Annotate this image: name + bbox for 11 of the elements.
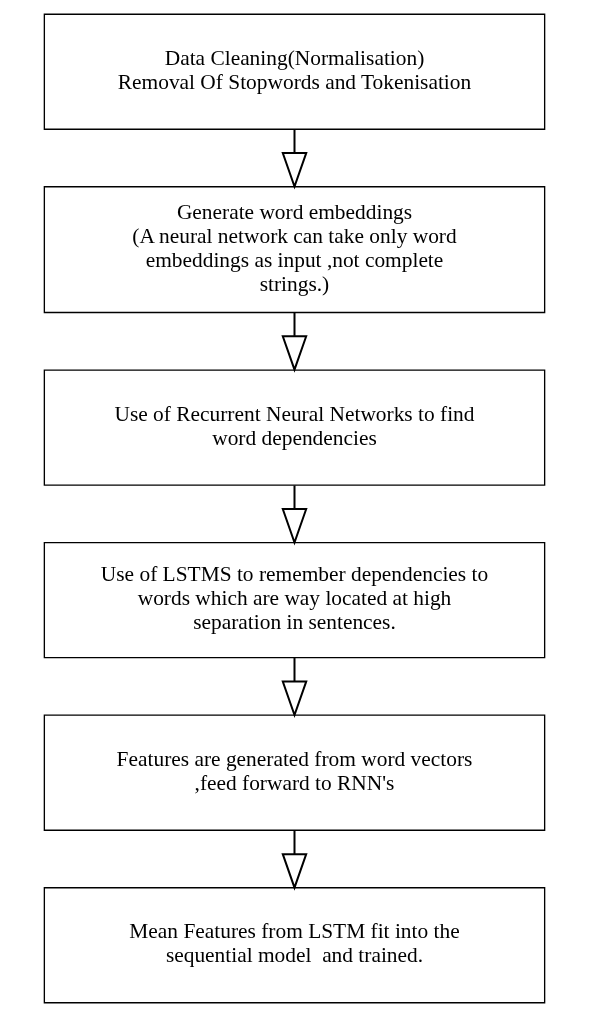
arrow: [281, 485, 308, 546]
node-box: Generate word embeddings (A neural network can take only word embeddings as input ,not complete strings.): [43, 186, 546, 314]
arrow: [281, 830, 308, 891]
arrow: [281, 312, 308, 373]
node-box: Features are generated from word vectors ,feed forward to RNN's: [43, 714, 546, 831]
arrow: [281, 129, 308, 190]
arrow: [281, 658, 308, 719]
node-box: Data Cleaning(Normalisation) Removal Of Stopwords and Tokenisation: [43, 13, 546, 130]
node-box: Use of Recurrent Neural Networks to find word dependencies: [43, 369, 546, 486]
node-box: Use of LSTMS to remember dependencies to words which are way located at high separation in sentences.: [43, 541, 546, 659]
node-box: Mean Features from LSTM fit into the sequential model and trained.: [43, 887, 546, 1004]
